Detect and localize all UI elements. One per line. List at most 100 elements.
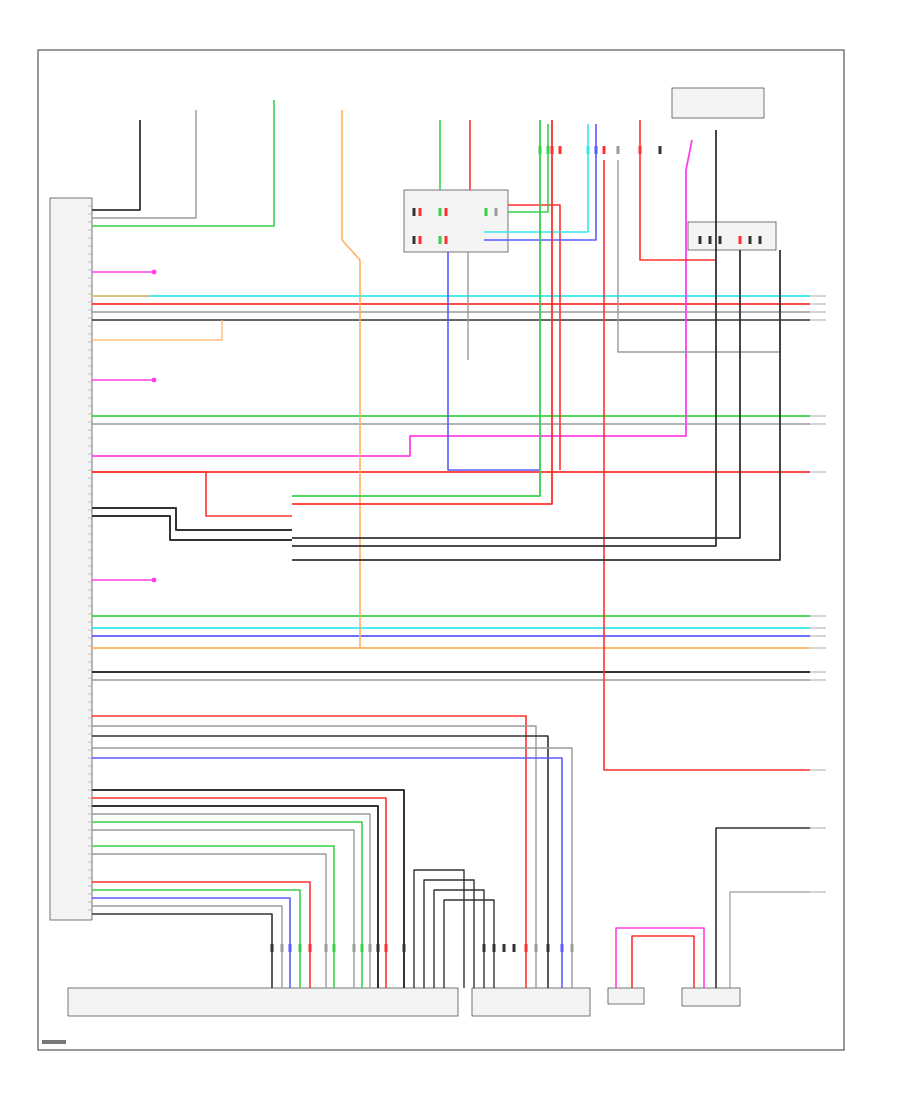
right-mid-pin-3 xyxy=(718,236,722,244)
relay-pin-6 xyxy=(494,208,498,216)
wire-bot-dark-3 xyxy=(92,913,273,988)
bottom-sensor-left xyxy=(607,987,645,1005)
wire-top-feed-2 xyxy=(92,110,197,219)
wire-bot-dark-2 xyxy=(92,805,379,988)
wire-low-dark-1 xyxy=(92,735,549,988)
wire-dark-right-2 xyxy=(292,250,741,539)
center-pin-7 xyxy=(546,944,550,952)
bottom-pin-13 xyxy=(402,944,406,952)
relay-pin-4 xyxy=(444,208,448,216)
wire-bot-red-1 xyxy=(92,797,387,988)
wire-low-gray-2 xyxy=(92,747,573,988)
wire-mid-dark-1 xyxy=(92,507,292,531)
pink-terminal-1 xyxy=(151,269,157,275)
wire-bot-blue-1 xyxy=(92,897,291,988)
bottom-pin-1 xyxy=(270,944,274,952)
wire-top-feed-1 xyxy=(92,120,141,211)
bottom-pin-12 xyxy=(384,944,388,952)
relay-pin-5 xyxy=(484,208,488,216)
center-pin-2 xyxy=(492,944,496,952)
wire-loop-1 xyxy=(413,869,465,988)
wire-dark-right-1 xyxy=(292,130,717,547)
bottom-pin-7 xyxy=(332,944,336,952)
wire-low-gray-1 xyxy=(92,725,537,988)
bottom-pin-4 xyxy=(298,944,302,952)
relay-pin-low-2 xyxy=(418,236,422,244)
right-mid-pin-6 xyxy=(758,236,762,244)
wire-low-blue-1 xyxy=(92,757,563,988)
diagram-frame xyxy=(37,49,845,1051)
connector-pin-group xyxy=(88,146,826,952)
wire-relay-to-right-4 xyxy=(484,124,597,241)
relay-pin-1 xyxy=(412,208,416,216)
relay-pin-low-4 xyxy=(444,236,448,244)
right-mid-pin-5 xyxy=(748,236,752,244)
pink-terminal-2 xyxy=(151,377,157,383)
wire-br-pink xyxy=(615,927,705,988)
relay-pin-2 xyxy=(418,208,422,216)
wire-low-red-1 xyxy=(92,715,527,988)
right-mid-pin-1 xyxy=(698,236,702,244)
center-pin-3 xyxy=(502,944,506,952)
wire-bot-gray-3 xyxy=(92,853,327,988)
wire-br-gray xyxy=(729,891,810,988)
wire-bot-green-2 xyxy=(92,845,335,988)
bottom-pin-8 xyxy=(352,944,356,952)
wire-group xyxy=(92,100,810,988)
wire-bot-green-3 xyxy=(92,889,301,988)
top-pin-5 xyxy=(586,146,590,154)
wire-orange-vert xyxy=(341,110,361,648)
wire-red-right xyxy=(639,120,716,261)
center-pin-1 xyxy=(482,944,486,952)
relay-pin-low-1 xyxy=(412,236,416,244)
wire-bot-gray-1 xyxy=(92,813,371,988)
bottom-pin-10 xyxy=(368,944,372,952)
bottom-center-connector xyxy=(471,987,591,1017)
wire-loop-3 xyxy=(433,889,485,988)
wire-bot-gray-4 xyxy=(92,905,283,988)
bottom-pin-5 xyxy=(308,944,312,952)
bottom-pin-2 xyxy=(280,944,284,952)
wire-bot-gray-2 xyxy=(92,829,355,988)
pink-terminal-3 xyxy=(151,577,157,583)
right-mid-pin-2 xyxy=(708,236,712,244)
wire-mid-dark-2 xyxy=(92,515,292,541)
bottom-pin-6 xyxy=(324,944,328,952)
wire-relay-to-right-1 xyxy=(508,204,561,470)
right-upper-connector xyxy=(671,87,765,119)
top-pin-2 xyxy=(546,146,550,154)
right-mid-pin-4 xyxy=(738,236,742,244)
wire-green-drop xyxy=(292,120,541,497)
wire-br-dark xyxy=(715,827,810,988)
ecu-module-block xyxy=(49,197,93,921)
top-pin-7 xyxy=(602,146,606,154)
top-pin-4 xyxy=(558,146,562,154)
bottom-pin-3 xyxy=(288,944,292,952)
top-pin-6 xyxy=(594,146,598,154)
bottom-pin-9 xyxy=(360,944,364,952)
top-pin-1 xyxy=(538,146,542,154)
center-pin-9 xyxy=(570,944,574,952)
wire-br-red xyxy=(631,935,695,988)
wire-bot-dark-1 xyxy=(92,789,405,988)
wire-dark-right-3 xyxy=(292,250,781,561)
center-pin-6 xyxy=(534,944,538,952)
wire-bot-red-2 xyxy=(92,881,311,988)
wire-gray-drop xyxy=(617,160,781,353)
wire-relay-to-right-2 xyxy=(508,124,549,213)
relay-pin-low-3 xyxy=(438,236,442,244)
bottom-sensor-right xyxy=(681,987,741,1007)
wire-bot-green-1 xyxy=(92,821,363,988)
wire-red-drop-2 xyxy=(603,160,810,771)
corner-marker xyxy=(42,1040,66,1044)
top-pin-3 xyxy=(550,146,554,154)
bottom-pin-11 xyxy=(376,944,380,952)
wire-relay-to-right-3 xyxy=(484,124,589,233)
top-pin-8 xyxy=(616,146,620,154)
wire-top-feed-3 xyxy=(92,100,275,227)
wire-loop-4 xyxy=(443,899,495,988)
bottom-left-connector xyxy=(67,987,459,1017)
wire-mid-red-1 xyxy=(92,471,292,517)
